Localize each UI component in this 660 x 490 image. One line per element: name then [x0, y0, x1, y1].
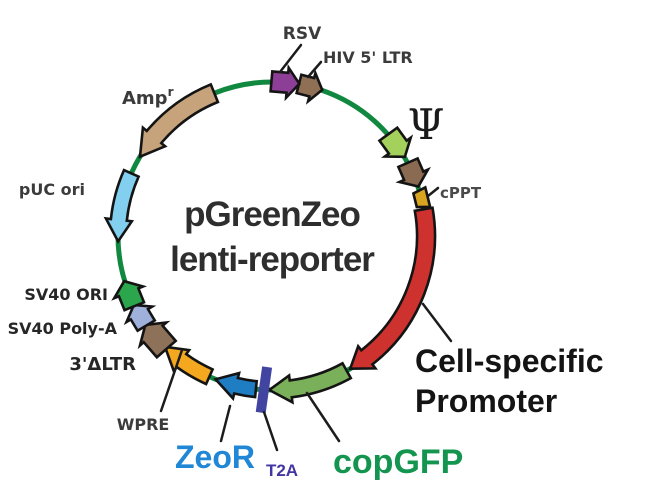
psi-packaging-segment	[377, 125, 414, 159]
wpre-leader-line	[159, 348, 184, 413]
puc-ori-segment	[103, 168, 141, 244]
labels-layer: RSV HIV 5' LTR Ψ cPPT Cell-specific Prom…	[8, 24, 604, 481]
psi-label: Ψ	[408, 100, 445, 149]
rsv-label: RSV	[283, 24, 322, 44]
cppt-segment	[411, 185, 432, 209]
zeor-segment	[213, 371, 259, 402]
copgfp-leader-line	[305, 391, 341, 443]
copgfp-segment	[266, 361, 353, 405]
wpre-label: WPRE	[117, 415, 170, 434]
cppt-leader-line	[426, 186, 440, 198]
segments-layer	[103, 64, 437, 414]
delta-3-ltr-segment	[137, 320, 178, 360]
cell-specific-promoter-label-line1: Cell-specific	[415, 343, 604, 379]
zeor-leader-line	[219, 404, 232, 443]
t2a-label: T2A	[266, 461, 298, 480]
sv40-ori-label: SV40 ORI	[24, 285, 108, 304]
hiv-5-ltr-segment	[295, 69, 324, 105]
t2a-leader-line	[262, 410, 279, 452]
amp-resistance-segment	[138, 82, 220, 159]
amp-label-superscript: r	[168, 85, 174, 99]
cppt-label: cPPT	[440, 184, 482, 202]
cell-specific-promoter-label-line2: Promoter	[415, 383, 557, 419]
rsv-leader-line	[278, 43, 303, 74]
amp-resistance-label: Ampr	[122, 85, 174, 109]
gag-segment	[395, 156, 431, 189]
cell-specific-promoter-segment	[348, 206, 437, 371]
cell-specific-promoter-leader-line	[421, 302, 453, 343]
copgfp-label: copGFP	[333, 443, 463, 481]
hiv-5-ltr-leader-line	[306, 60, 323, 79]
amp-label-base: Amp	[122, 88, 168, 109]
wpre-segment	[163, 345, 215, 386]
zeor-label: ZeoR	[175, 439, 255, 475]
t2a-segment	[255, 366, 273, 414]
plasmid-title-line1: pGreenZeo	[184, 195, 360, 234]
plasmid-title-line2: lenti-reporter	[170, 240, 375, 279]
sv40-polya-label: SV40 Poly-A	[8, 319, 118, 338]
sv40-polya-segment	[123, 303, 157, 333]
hiv-5-ltr-label: HIV 5' LTR	[323, 48, 413, 67]
sv40-ori-segment	[111, 279, 148, 312]
leader-lines-layer	[159, 43, 453, 452]
rsv-segment	[269, 64, 302, 102]
puc-ori-label: pUC ori	[19, 180, 85, 199]
delta-3-ltr-label: 3'ΔLTR	[69, 354, 136, 375]
